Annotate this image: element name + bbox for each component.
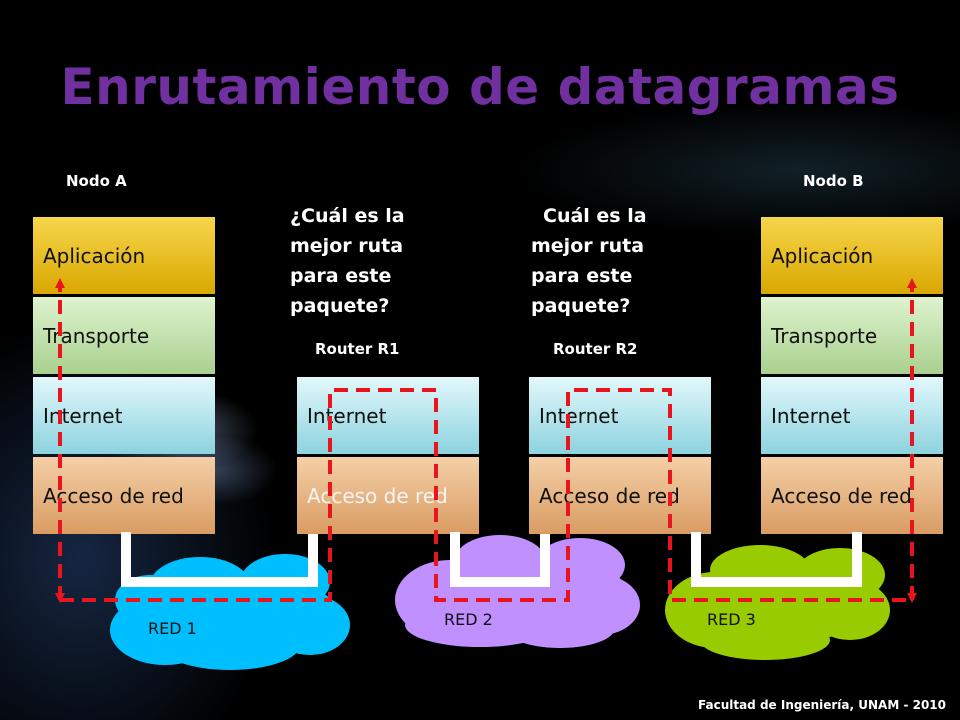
question-line: Cuál es la xyxy=(543,205,647,227)
router-r2-question: Cuál es la mejor ruta para este paquete? xyxy=(531,201,647,321)
red-2-label: RED 2 xyxy=(444,610,493,629)
footer-credit: Facultad de Ingeniería, UNAM - 2010 xyxy=(697,698,946,712)
node-b-label: Nodo B xyxy=(803,172,864,190)
question-line: paquete? xyxy=(290,295,390,317)
red-1-connector xyxy=(121,532,318,587)
router-r2-label: Router R2 xyxy=(553,340,638,358)
question-line: mejor ruta xyxy=(290,235,404,257)
red-3-connector xyxy=(691,532,862,587)
question-line: para este xyxy=(531,265,633,287)
layer-acceso-de-red: Acceso de red xyxy=(33,457,215,534)
question-line: mejor ruta xyxy=(531,235,645,257)
layer-transporte: Transporte xyxy=(33,297,215,374)
question-line: ¿Cuál es la xyxy=(290,205,405,227)
layer-internet: Internet xyxy=(33,377,215,454)
red-2-cloud xyxy=(395,535,640,648)
layer-aplicacion: Aplicación xyxy=(33,217,215,294)
datagram-route xyxy=(55,278,917,603)
router-r1-question: ¿Cuál es la mejor ruta para este paquete… xyxy=(290,201,405,321)
question-line: para este xyxy=(290,265,392,287)
red-2-connector xyxy=(450,532,550,587)
question-line: paquete? xyxy=(531,295,631,317)
router-r1-label: Router R1 xyxy=(315,340,400,358)
layer-acceso-de-red: Acceso de red xyxy=(529,457,711,534)
red-3-label: RED 3 xyxy=(707,610,756,629)
node-a-stack: Aplicación Transporte Internet Acceso de… xyxy=(33,217,215,537)
red-1-label: RED 1 xyxy=(148,619,197,638)
node-a-label: Nodo A xyxy=(66,172,127,190)
slide-title: Enrutamiento de datagramas xyxy=(60,58,900,116)
red-1-cloud xyxy=(110,554,350,670)
